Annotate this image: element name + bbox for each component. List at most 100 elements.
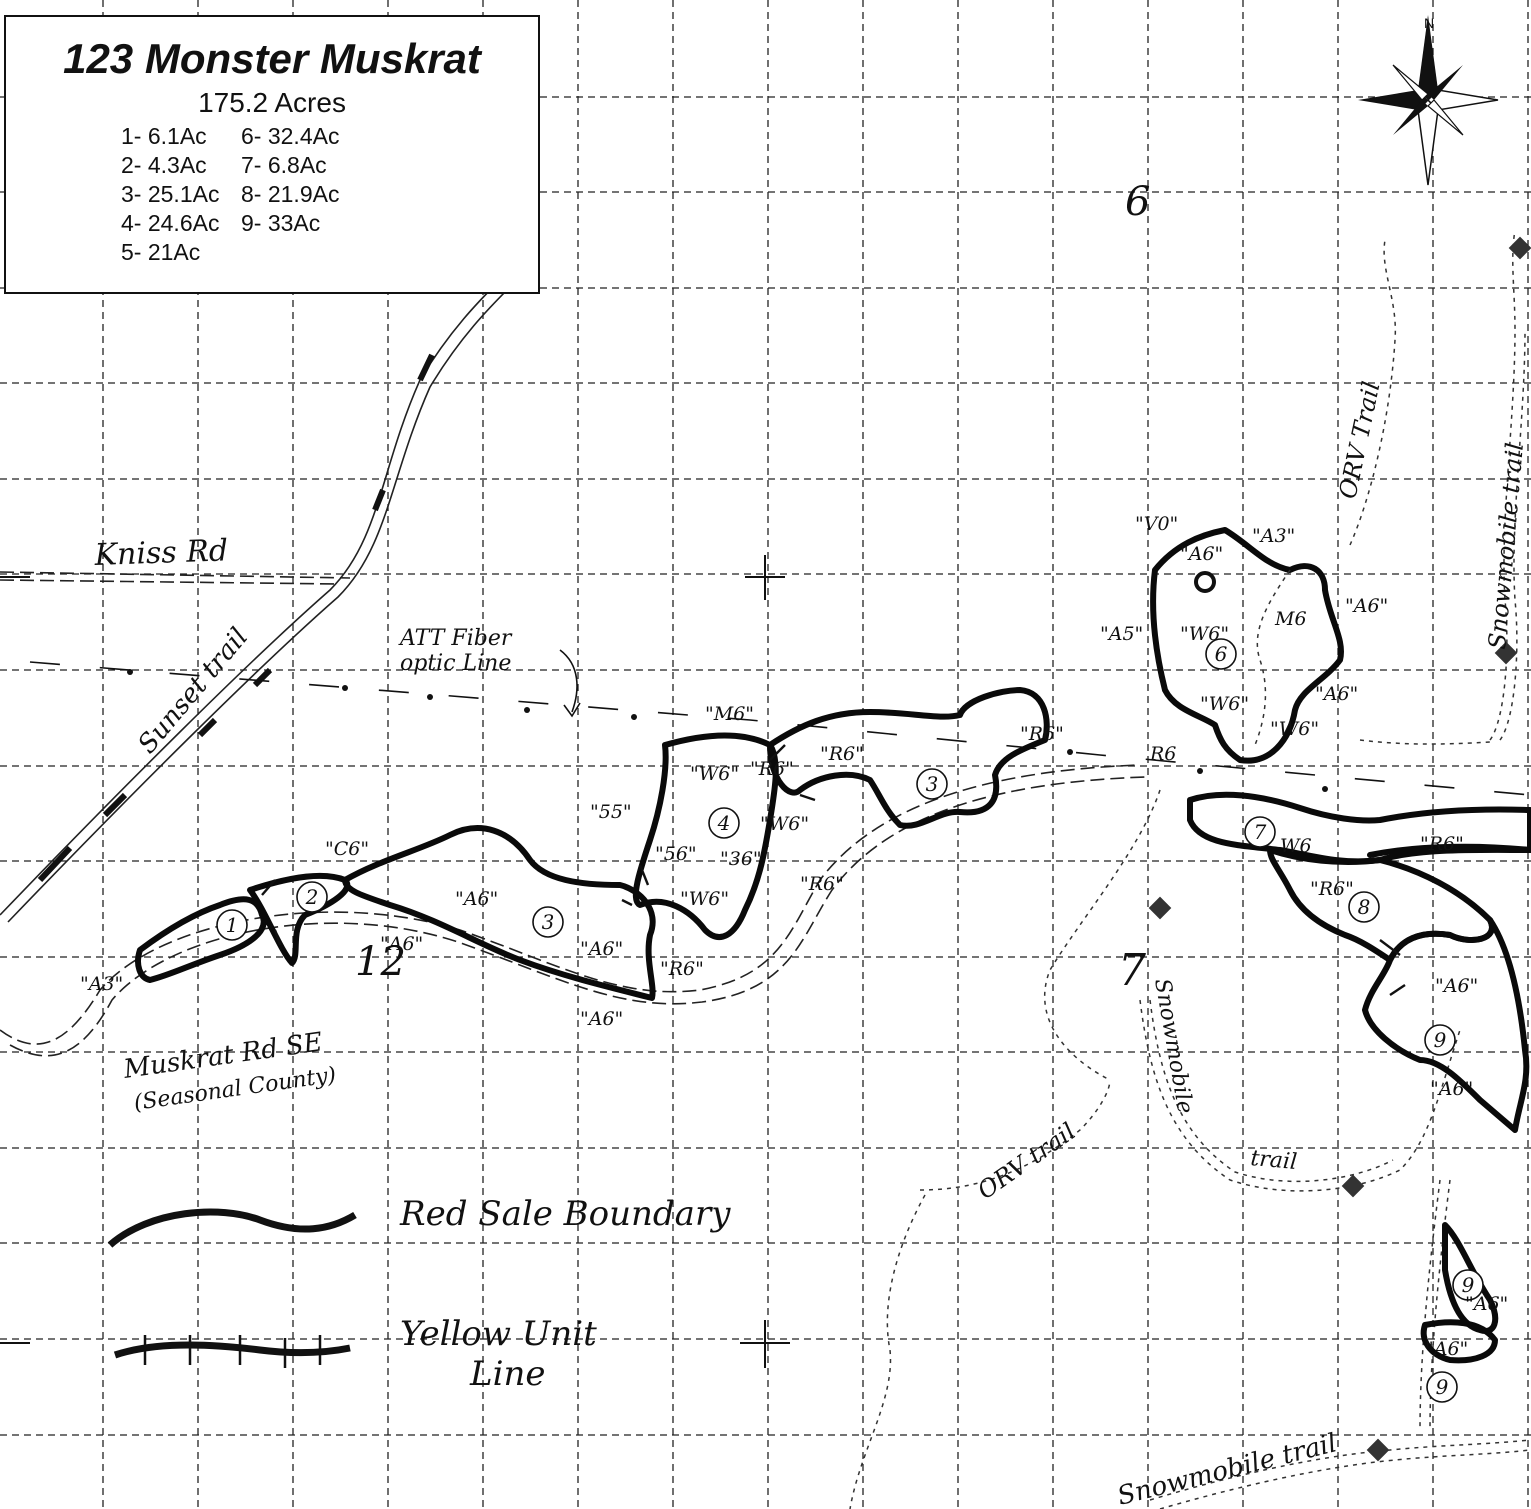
forest-type-code: "A6" — [1435, 975, 1478, 997]
forest-type-code: "A5" — [1100, 623, 1143, 645]
highway — [0, 279, 511, 923]
unit-number: 8 — [1358, 895, 1371, 919]
unit-6-boundary — [1150, 527, 1344, 764]
forest-type-code: "W6" — [1200, 693, 1249, 715]
unit-number: 9 — [1462, 1273, 1475, 1297]
unit-number-marker: 4 — [708, 807, 740, 839]
unit-number: 2 — [305, 885, 319, 909]
unit-number-marker: 7 — [1244, 816, 1276, 848]
unit-line-key-label-2: Line — [469, 1354, 545, 1394]
map-title: 123 Monster Muskrat — [63, 35, 481, 82]
unit-7-boundary — [1187, 791, 1531, 865]
unit-acreage: 1- 6.1Ac — [121, 123, 207, 149]
forest-type-code: "R6" — [820, 743, 864, 765]
unit-number: 4 — [717, 811, 731, 835]
orv-trail-ne-label: ORV Trail — [1333, 379, 1385, 501]
unit-number: 3 — [542, 910, 555, 934]
forest-type-code: "W6" — [690, 763, 739, 785]
unit-acreage: 5- 21Ac — [121, 239, 201, 265]
sale-boundary-key-line — [107, 1208, 357, 1248]
total-acreage: 175.2 Acres — [198, 87, 346, 118]
unit-acreage: 2- 4.3Ac — [121, 152, 207, 178]
forest-type-code: "A6" — [1430, 1078, 1473, 1100]
section-12-label: 12 — [355, 939, 406, 985]
unit-number-marker: 2 — [296, 881, 328, 913]
unit-number-marker: 6 — [1205, 638, 1237, 670]
fiber-line-label: ATT Fiber — [398, 626, 513, 651]
forest-type-code: "A3" — [80, 973, 123, 995]
unit-number-marker: 9 — [1426, 1371, 1458, 1403]
muskrat-road — [0, 764, 1146, 1057]
forest-type-code: "A6" — [1465, 1293, 1508, 1315]
unit-9-boundary — [1362, 917, 1530, 1133]
unit-number: 9 — [1434, 1028, 1447, 1052]
unit-lines — [261, 744, 1406, 996]
trail-mid-label: trail — [1249, 1146, 1298, 1175]
forest-type-code: "R6" — [1310, 878, 1354, 900]
unit-number-marker: 8 — [1348, 891, 1380, 923]
snowmobile-mid-label: Snowmobile — [1149, 977, 1197, 1116]
unit-number-marker: 3 — [532, 906, 564, 938]
unit-3-west-boundary — [342, 825, 656, 1001]
forest-type-code: M6 — [1274, 608, 1307, 630]
forest-type-code: "W6" — [1270, 718, 1319, 740]
unit-acreage: 3- 25.1Ac — [121, 181, 220, 207]
unit-number-marker: 1 — [216, 909, 248, 941]
unit-number: 1 — [226, 913, 239, 937]
forest-type-code: "W6" — [1180, 623, 1229, 645]
section-7-label: 7 — [1118, 945, 1146, 996]
forest-type-code: "R6" — [800, 873, 844, 895]
snowmobile-trail-ne-label: Snowmobile trail — [1483, 441, 1529, 650]
unit-acreage: 4- 24.6Ac — [121, 210, 220, 236]
forest-type-code: "A6" — [1315, 683, 1358, 705]
compass-rose-icon — [1358, 15, 1499, 186]
unit-8-boundary — [1267, 847, 1495, 963]
trail-markers — [1148, 236, 1531, 1462]
section-6-label: 6 — [1125, 179, 1150, 225]
type-code-labels: "A3""C6""A6""A6""A6""A6""55""56""36""W6"… — [80, 513, 1508, 1360]
unit-9-south-boundary — [1442, 1222, 1499, 1334]
unit-acreage: 6- 32.4Ac — [241, 123, 340, 149]
forest-type-code: "A6" — [1345, 595, 1388, 617]
forest-type-code: W6 — [1280, 835, 1312, 857]
compass-north-label: N — [1424, 15, 1434, 31]
unit-line-key-line — [113, 1341, 351, 1359]
unit-line-key-label: Yellow Unit — [400, 1314, 597, 1354]
forest-type-code: R6 — [1149, 743, 1176, 765]
kniss-road-label: Kniss Rd — [93, 533, 229, 573]
pond-marker — [1194, 571, 1216, 593]
forest-type-code: "A6" — [1180, 543, 1223, 565]
unit-acreage-list: 1- 6.1Ac 6- 32.4Ac 2- 4.3Ac 7- 6.8Ac 3- … — [121, 123, 421, 266]
forest-type-code: "W6" — [760, 813, 809, 835]
forest-type-code: "A6" — [580, 938, 623, 960]
forest-type-code: "A6" — [1425, 1338, 1468, 1360]
unit-acreage: 9- 33Ac — [241, 210, 321, 236]
forest-type-code: "A6" — [380, 933, 423, 955]
fiber-optic-line — [29, 649, 1531, 796]
forest-type-code: "36" — [720, 848, 762, 870]
unit-number-marker: 3 — [916, 768, 948, 800]
forest-type-code: "R6" — [1020, 723, 1064, 745]
fiber-line-label-2: optic Line — [400, 651, 511, 676]
unit-number: 7 — [1254, 820, 1267, 844]
forest-type-code: "R6" — [1420, 833, 1464, 855]
unit-acreage: 8- 21.9Ac — [241, 181, 340, 207]
forest-type-code: "V0" — [1135, 513, 1178, 535]
unit-number: 9 — [1436, 1375, 1449, 1399]
forest-type-code: "C6" — [325, 838, 369, 860]
sale-boundary-key-label: Red Sale Boundary — [399, 1194, 731, 1234]
unit-number: 3 — [926, 772, 939, 796]
trails — [849, 229, 1531, 1509]
unit-1-boundary — [135, 896, 267, 983]
sale-boundaries — [135, 527, 1531, 1364]
map-legend: 123 Monster Muskrat 175.2 Acres 1- 6.1Ac… — [4, 15, 540, 294]
unit-number-marker: 9 — [1452, 1269, 1484, 1301]
forest-type-code: "M6" — [705, 703, 754, 725]
forest-type-code: "W6" — [680, 888, 729, 910]
forest-type-code: "A6" — [580, 1008, 623, 1030]
unit-number-marker: 9 — [1424, 1024, 1456, 1056]
forest-type-code: "56" — [655, 843, 697, 865]
